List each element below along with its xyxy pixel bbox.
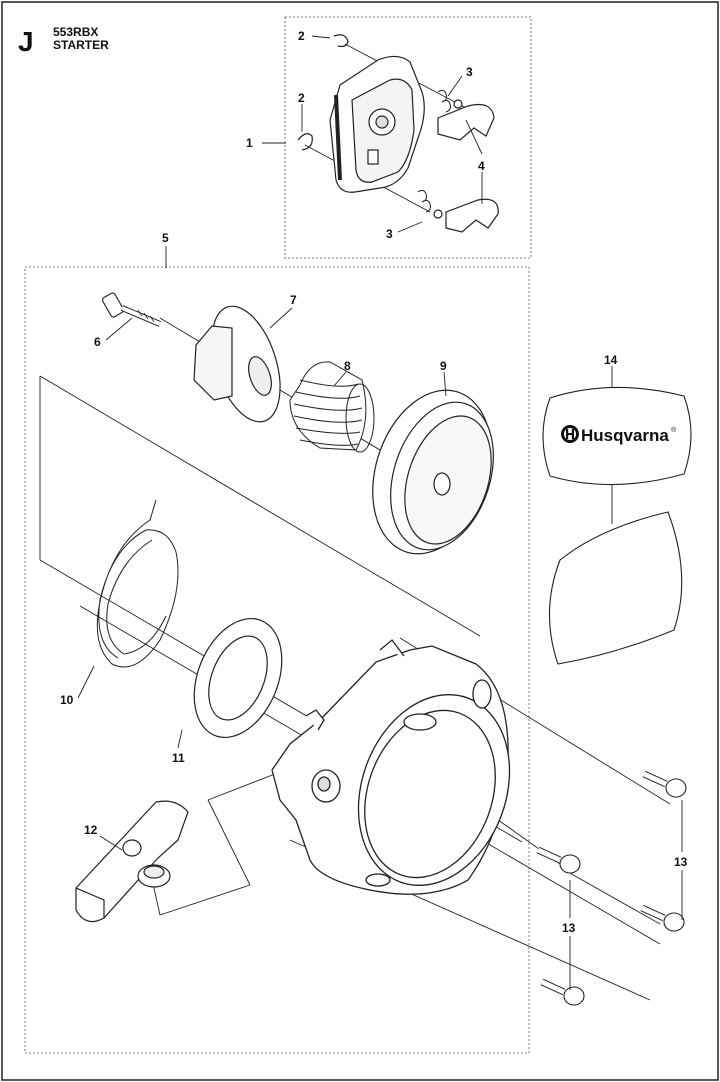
group-box-starter-assembly [24, 266, 530, 1054]
husqvarna-logo-icon [561, 425, 579, 443]
callout-8: 8 [344, 359, 351, 373]
callout-9: 9 [440, 359, 447, 373]
callout-12: 12 [84, 823, 98, 837]
callout-2b: 2 [298, 91, 305, 105]
pulley-bushing-part [193, 305, 281, 423]
callout-2a: 2 [298, 29, 305, 43]
section-title: STARTER [53, 38, 109, 52]
callout-3b: 3 [386, 227, 393, 241]
leader-lines [77, 35, 683, 990]
pawl-part [433, 99, 499, 233]
starter-housing-part [271, 639, 511, 895]
callout-3a: 3 [466, 65, 473, 79]
housing-screw-part [536, 770, 687, 1006]
rope-pulley-part [372, 389, 494, 555]
callout-4: 4 [478, 159, 485, 173]
starter-rope-part [96, 499, 179, 668]
callout-10: 10 [60, 693, 74, 707]
callout-13a: 13 [674, 855, 688, 869]
circlip-part [297, 34, 349, 151]
group-box-pawls [284, 16, 532, 259]
husqvarna-decal-part: Husqvarna ® [542, 386, 692, 665]
callout-5: 5 [162, 231, 169, 245]
callout-1: 1 [246, 136, 253, 150]
starter-handle-part [75, 800, 189, 923]
callout-14: 14 [604, 353, 618, 367]
section-letter: J [18, 26, 34, 57]
decal-brand-mark: ® [671, 426, 677, 434]
model-name: 553RBX [53, 25, 99, 39]
decal-brand-text: Husqvarna [581, 426, 669, 445]
spring-part [417, 89, 451, 213]
callout-7: 7 [290, 293, 297, 307]
callout-6: 6 [94, 335, 101, 349]
washer-ring-part [193, 617, 283, 739]
rewind-spring-part [289, 361, 375, 453]
center-screw-part [101, 292, 162, 327]
callout-labels: 1 2 2 3 3 4 5 6 7 8 9 10 11 12 13 13 14 [60, 29, 688, 935]
callout-13b: 13 [562, 921, 576, 935]
callout-11: 11 [172, 751, 185, 765]
pawl-carrier-part [329, 55, 425, 193]
